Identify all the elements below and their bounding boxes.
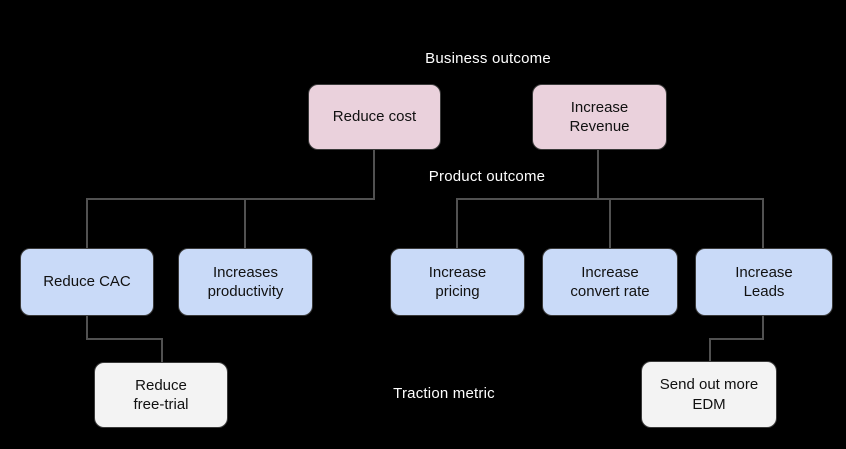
node-reduce-cac[interactable]: Reduce CAC xyxy=(20,248,154,316)
connector-reduce-cost-stem xyxy=(373,150,375,200)
connector-increase-revenue-stem xyxy=(597,150,599,200)
node-increase-leads-label: Increase Leads xyxy=(735,263,793,301)
connector-drop-increase-convert-rate xyxy=(609,198,611,249)
connector-increase-leads-stem xyxy=(762,316,764,340)
node-send-out-more-edm[interactable]: Send out more EDM xyxy=(641,361,777,428)
connector-drop-reduce-free-trial xyxy=(161,338,163,364)
connector-drop-increases-productivity xyxy=(244,198,246,249)
product-outcome-label: Product outcome xyxy=(428,168,546,185)
node-increase-pricing-label: Increase pricing xyxy=(428,263,487,301)
node-reduce-cost[interactable]: Reduce cost xyxy=(308,84,441,150)
node-reduce-cac-label: Reduce CAC xyxy=(43,273,131,291)
connector-reduce-cac-stem xyxy=(86,316,88,340)
connector-increase-leads-elbow xyxy=(709,338,764,340)
connector-drop-increase-pricing xyxy=(456,198,458,249)
connector-reduce-cac-elbow xyxy=(86,338,163,340)
node-increase-leads[interactable]: Increase Leads xyxy=(695,248,833,316)
node-increase-revenue-label: Increase Revenue xyxy=(569,98,630,136)
node-increase-revenue[interactable]: Increase Revenue xyxy=(532,84,667,150)
traction-metric-label: Traction metric xyxy=(393,385,495,402)
node-increases-productivity-label: Increases productivity xyxy=(207,263,284,301)
node-send-out-more-edm-label: Send out more EDM xyxy=(659,376,759,413)
node-increase-pricing[interactable]: Increase pricing xyxy=(390,248,525,316)
business-outcome-label: Business outcome xyxy=(425,50,551,67)
node-increase-convert-rate[interactable]: Increase convert rate xyxy=(542,248,678,316)
node-reduce-cost-label: Reduce cost xyxy=(332,108,417,126)
node-increases-productivity[interactable]: Increases productivity xyxy=(178,248,313,316)
connector-drop-send-out-more-edm xyxy=(709,338,711,363)
connector-drop-increase-leads xyxy=(762,198,764,249)
node-increase-convert-rate-label: Increase convert rate xyxy=(570,263,650,301)
node-reduce-free-trial-label: Reduce free-trial xyxy=(133,376,189,414)
connector-reduce-cost-branch xyxy=(86,198,375,200)
node-reduce-free-trial[interactable]: Reduce free-trial xyxy=(94,362,228,428)
connector-drop-reduce-cac xyxy=(86,198,88,249)
